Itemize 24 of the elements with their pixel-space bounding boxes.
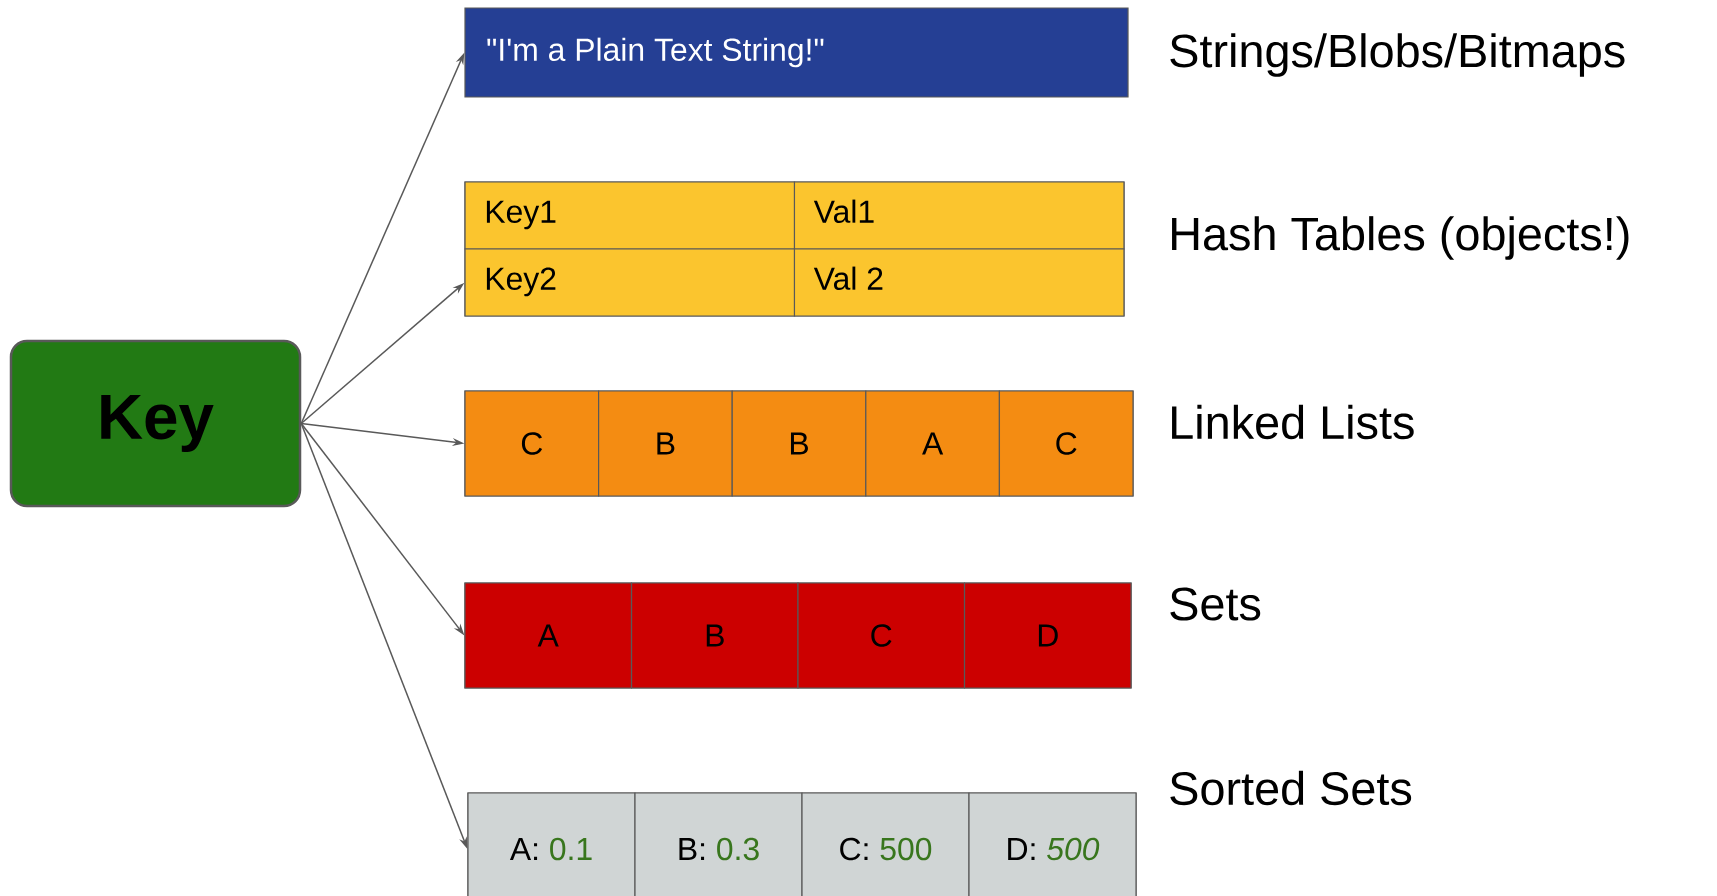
type-heading: Sets [1170,587,1261,621]
type-heading: Sorted Sets [1170,770,1412,806]
table-cell: B [731,390,867,497]
table-cell: C: 500 [801,792,970,896]
table-cell: D [963,582,1132,689]
table-cell: D: 500 [968,792,1137,896]
table-cell: Val 2 [793,248,1125,317]
table-cell: Val1 [793,181,1125,250]
type-heading: Strings/Blobs/Bitmaps [1170,33,1625,77]
table-cell: B [630,582,799,689]
table-cell: C [998,390,1134,497]
type-heading: Linked Lists [1172,404,1414,440]
string-box: "I'm a Plain Text String!" [464,7,1129,98]
table-cell: A: 0.1 [467,792,636,896]
table-cell: A [865,390,1000,497]
table-cell: Key1 [464,181,796,250]
table-cell: Key2 [464,248,796,317]
table-cell: A [464,582,633,689]
type-heading: Hash Tables (objects!) [1172,216,1629,260]
table-cell: C [464,390,600,497]
key-box: Key [9,339,302,508]
table-cell: B: 0.3 [634,792,803,896]
table-cell: C [797,582,966,689]
table-cell: B [598,390,733,497]
